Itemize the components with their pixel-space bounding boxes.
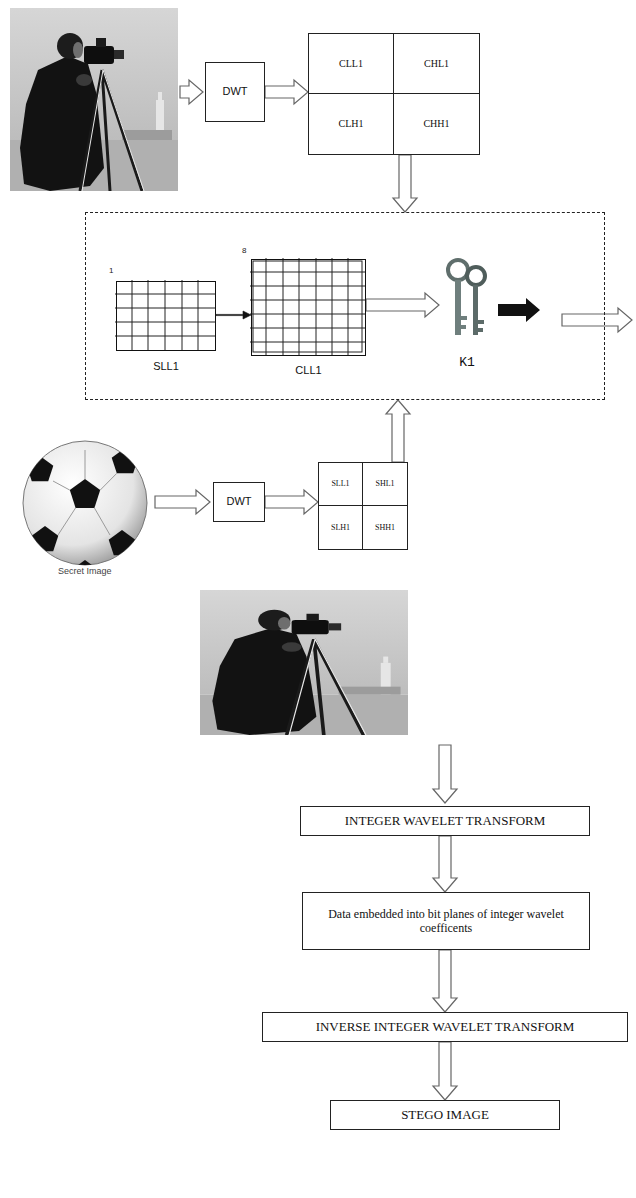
index-mark: 8 — [242, 246, 246, 255]
node-text: INTEGER WAVELET TRANSFORM — [345, 813, 546, 829]
key-picture — [448, 260, 485, 335]
secret-ll-grid: SLL1 — [116, 281, 216, 351]
cover-photo — [10, 8, 178, 191]
node-text: CLL1 — [295, 364, 321, 377]
subband-cell: CHL1 — [394, 34, 479, 94]
node-text: SHL1 — [375, 479, 394, 489]
block-arrow — [386, 400, 410, 462]
dwt-box: DWT — [205, 62, 265, 122]
block-arrow — [433, 950, 457, 1012]
cover-ll-grid: CLL1 — [251, 259, 366, 356]
node-text: DWT — [226, 495, 251, 508]
process-box: INVERSE INTEGER WAVELET TRANSFORM — [262, 1012, 628, 1042]
grid-lines — [115, 258, 365, 355]
subband-cell: CLH1 — [309, 94, 394, 154]
node-text: DWT — [222, 85, 247, 98]
block-arrow — [433, 1042, 457, 1100]
embedding-frame: SLL1CLL1K1 — [85, 212, 605, 400]
process-box: STEGO IMAGE — [330, 1100, 560, 1130]
process-box: INTEGER WAVELET TRANSFORM — [300, 806, 590, 836]
subband-cell: SLH1 — [319, 506, 363, 549]
node-text: SLL1 — [153, 360, 179, 373]
image-caption: Secret Image — [58, 566, 112, 576]
subband-grid: SLL1 SHL1SLH1 SHH1 — [318, 462, 408, 550]
node-text: CHL1 — [424, 58, 449, 70]
block-arrow — [366, 293, 439, 317]
node-text: INVERSE INTEGER WAVELET TRANSFORM — [316, 1019, 575, 1035]
subband-cell: SLL1 — [319, 463, 363, 506]
key-output-arrow — [498, 298, 540, 322]
node-text: Data embedded into bit planes of integer… — [311, 907, 581, 936]
node-text: SLL1 — [331, 479, 349, 489]
subband-cell: CHH1 — [394, 94, 479, 154]
node-text: CHH1 — [423, 118, 449, 130]
dwt-box: DWT — [213, 482, 265, 522]
process-box: Data embedded into bit planes of integer… — [302, 892, 590, 950]
stego-photo — [200, 590, 408, 735]
subband-grid: CLL1 CHL1CLH1 CHH1 — [308, 33, 480, 155]
node-text: K1 — [459, 355, 475, 371]
subband-cell: SHH1 — [363, 506, 407, 549]
flow-arrow — [155, 80, 632, 803]
thin-arrow — [216, 311, 251, 319]
block-arrow — [265, 80, 308, 104]
node-text: CLL1 — [339, 58, 363, 70]
block-arrow — [433, 836, 457, 892]
block-arrow — [393, 155, 417, 212]
index-mark: 1 — [109, 266, 113, 275]
subband-cell: SHL1 — [363, 463, 407, 506]
node-text: CLH1 — [339, 118, 364, 130]
block-arrow — [265, 490, 318, 514]
node-text: STEGO IMAGE — [401, 1107, 489, 1123]
subband-cell: CLL1 — [309, 34, 394, 94]
key-node: K1 — [439, 253, 495, 349]
node-text: SLH1 — [331, 523, 350, 533]
soccer-ball — [23, 441, 147, 585]
node-text: SHH1 — [375, 523, 395, 533]
